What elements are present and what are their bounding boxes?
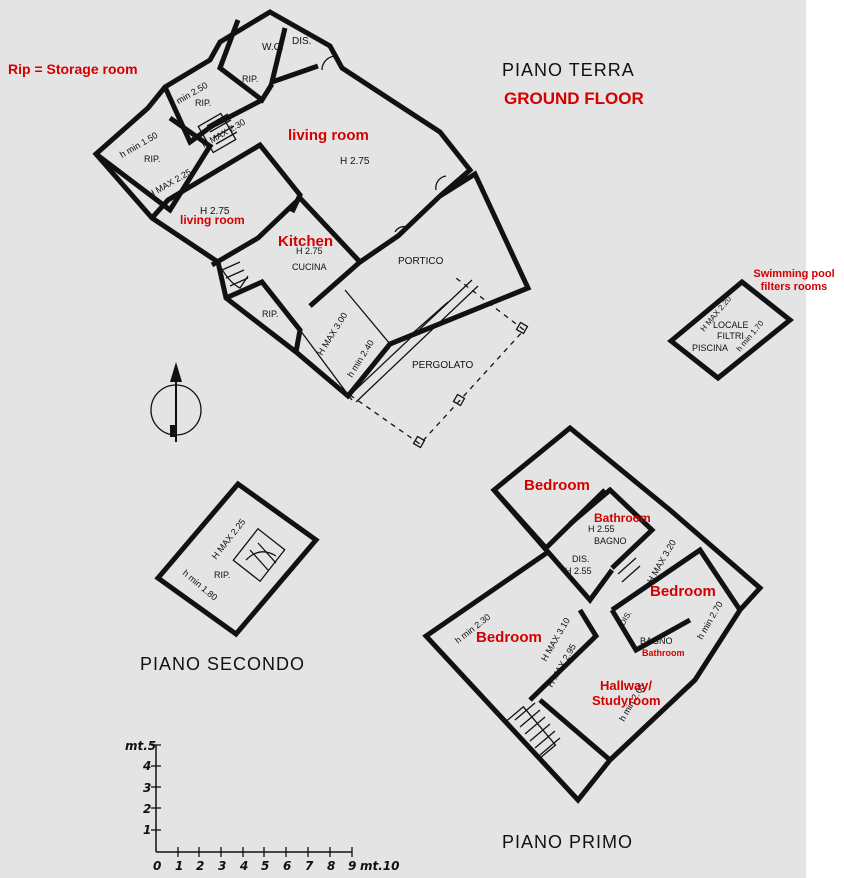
scale-x-tick: 6 (283, 859, 291, 873)
bedroom-3-walls (610, 546, 743, 613)
second-floor-stairs (232, 527, 286, 583)
scale-x-tick: 9 (348, 859, 356, 873)
bedroom-1-annotation: Bedroom (524, 477, 590, 494)
piano-terra-title: PIANO TERRA (502, 60, 635, 80)
scale-x-tick: 5 (261, 859, 269, 873)
dis-label: DIS. (292, 36, 311, 47)
living-room-2-height: H 2.75 (200, 206, 230, 217)
hallway-wall (538, 698, 612, 762)
scale-x-tick: 4 (239, 859, 248, 873)
pool-filter-room: LOCALE FILTRI PISCINA H MAX 2.20 h min 1… (667, 278, 795, 382)
rip-walls (94, 115, 214, 214)
bathroom-1-walls (568, 486, 656, 570)
portico-label: PORTICO (398, 256, 444, 267)
pergola-outline (349, 277, 525, 445)
h-max-300-label: H MAX 3.00 (315, 311, 349, 357)
bathroom-2-walls (609, 608, 692, 654)
rip-small-walls (224, 278, 303, 353)
kitchen-height: H 2.75 (296, 246, 323, 256)
scale-x-tick: 0 (153, 859, 161, 873)
wc-label: W.C. (262, 42, 284, 53)
storage-walls (162, 85, 264, 146)
ground-stairs (197, 112, 249, 289)
pergolato-label: PERGOLATO (412, 360, 474, 371)
ground-floor-outline (92, 9, 532, 400)
dis-walls (268, 27, 319, 86)
scale-x-tick: 7 (305, 859, 314, 873)
rip-label-1: RIP. (242, 74, 258, 84)
pool-annotation-line-2: filters rooms (760, 281, 828, 293)
second-h-max-label: H MAX 2.25 (210, 517, 248, 561)
bathroom-2-annotation: Bathroom (642, 648, 685, 658)
scale-x-tick: 8 (327, 859, 335, 873)
bedroom-3-annotation: Bedroom (650, 583, 716, 600)
second-floor-plan: H MAX 2.25 RIP. h min 1.80 (154, 480, 320, 638)
h-min-270-label: h min 2.70 (695, 600, 725, 641)
scale-x-tick: 3 (218, 859, 226, 873)
piano-secondo-title: PIANO SECONDO (140, 654, 305, 674)
wc-walls (217, 19, 275, 104)
scale-y-tick: 3 (143, 781, 151, 795)
piano-primo-title: PIANO PRIMO (502, 832, 633, 852)
scale-y-tick: 4 (142, 759, 151, 773)
bedroom-2-annotation: Bedroom (476, 629, 542, 646)
scale-bar: mt.5 4 3 2 1 0 1 2 3 4 5 6 7 8 9 mt.10 (125, 739, 400, 873)
rip-legend: Rip = Storage room (8, 61, 138, 77)
ground-floor-plan (92, 9, 532, 449)
scale-x-tick: 2 (196, 859, 204, 873)
rip-label-2: RIP. (195, 98, 211, 108)
dis-first-label-2: DIS. (618, 609, 634, 627)
bedroom-2-walls (528, 608, 600, 702)
rip-label-3: RIP. (144, 154, 160, 164)
north-arrow (150, 362, 202, 442)
cucina-label: CUCINA (292, 262, 327, 272)
living-room-2-annotation: living room (180, 213, 245, 227)
portico-wall (358, 194, 442, 265)
ground-floor-title: GROUND FLOOR (504, 89, 644, 108)
floor-plan-sheet: W.C. DIS. RIP. RIP. RIP. RIP. h min 2.50… (0, 0, 806, 878)
scale-x-unit: mt.10 (360, 859, 400, 873)
bathroom-1-annotation: Bathroom (594, 511, 651, 525)
kitchen-annotation: Kitchen (278, 233, 333, 250)
second-rip-label: RIP. (214, 570, 230, 580)
first-floor-plan (422, 424, 764, 804)
hallway-annotation-1: Hallway/ (600, 678, 652, 693)
living-room-height: H 2.75 (340, 156, 370, 167)
dis-walls-first (546, 550, 615, 604)
floor-plan-drawing: W.C. DIS. RIP. RIP. RIP. RIP. h min 2.50… (8, 9, 795, 873)
hallway-annotation-2: Studyroom (592, 693, 661, 708)
scale-y-tick: 1 (143, 823, 151, 837)
bagno-2-label: BAGNO (640, 636, 673, 646)
locale-label: LOCALE (713, 320, 749, 330)
scale-x-tick: 1 (175, 859, 183, 873)
living-room-annotation: living room (288, 127, 369, 144)
dis-first-label: DIS. (572, 554, 590, 564)
filtri-label: FILTRI (717, 331, 744, 341)
dis-first-height: H 2.55 (565, 566, 592, 576)
rip-label-4: RIP. (262, 309, 278, 319)
pool-annotation-line-1: Swimming pool (753, 268, 835, 280)
piscina-label: PISCINA (692, 343, 728, 353)
bagno-1-label: BAGNO (594, 536, 627, 546)
kitchen-walls (210, 194, 364, 308)
scale-y-unit: mt.5 (125, 739, 156, 753)
scale-y-tick: 2 (143, 802, 151, 816)
bedroom-1-walls (492, 488, 607, 552)
first-floor-stairs (505, 549, 641, 761)
bathroom-1-height: H 2.55 (588, 524, 615, 534)
h-min-240-label: h min 2.40 (345, 338, 376, 379)
pool-annotation: Swimming pool filters rooms (744, 268, 844, 294)
